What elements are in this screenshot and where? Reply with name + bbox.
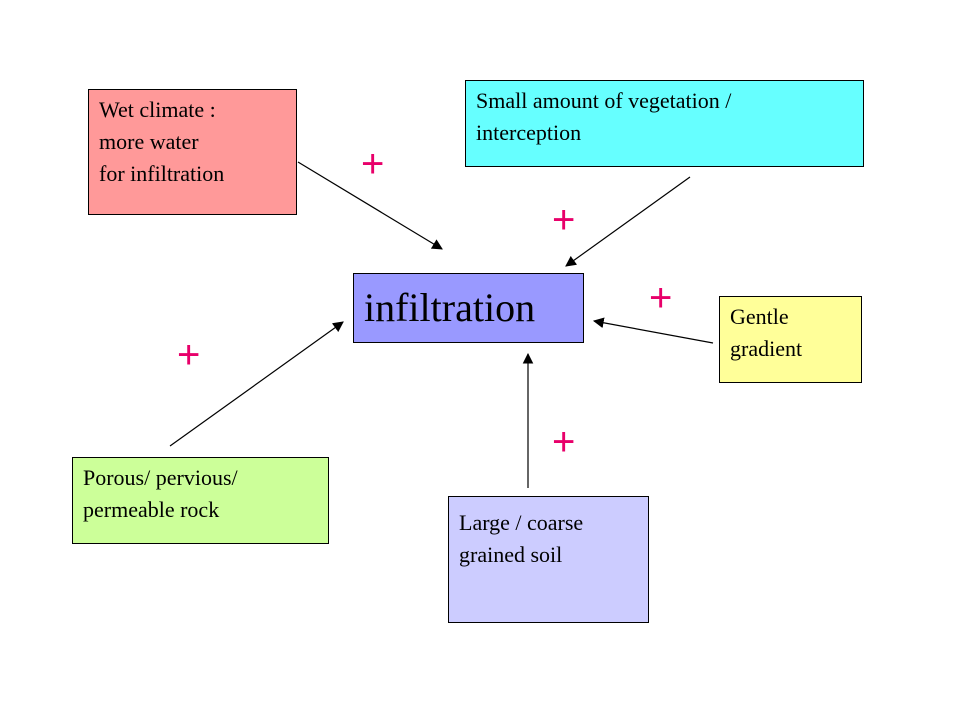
arrow-wet-climate xyxy=(297,161,443,250)
factor-line: interception xyxy=(476,119,582,145)
factor-line: for infiltration xyxy=(99,160,225,186)
arrow-gradient xyxy=(592,317,714,344)
plus-sign-gradient: + xyxy=(649,276,673,320)
factor-line: gradient xyxy=(730,335,803,361)
plus-sign-wet-climate: + xyxy=(361,142,385,186)
factor-line: Porous/ pervious/ xyxy=(83,465,238,490)
plus-sign-vegetation: + xyxy=(552,198,576,242)
plus-sign-soil: + xyxy=(552,420,576,464)
factor-line: permeable rock xyxy=(83,496,220,522)
plus-sign-rock: + xyxy=(177,333,201,377)
factor-line: more water xyxy=(99,128,199,154)
factor-wet-climate: Wet climate : more water for infiltratio… xyxy=(88,89,297,215)
factor-soil: Large / coarse grained soil xyxy=(448,496,649,623)
factor-line: Wet climate : xyxy=(99,97,216,122)
factor-line: Large / coarse xyxy=(459,510,584,535)
factor-rock: Porous/ pervious/ permeable rock xyxy=(72,457,329,544)
arrow-rock xyxy=(169,321,344,447)
factor-vegetation: Small amount of vegetation / interceptio… xyxy=(465,80,864,167)
factor-line: Gentle xyxy=(730,304,789,329)
factor-line: grained soil xyxy=(459,541,563,567)
infiltration-node: infiltration xyxy=(353,273,584,343)
factor-gradient: Gentle gradient xyxy=(719,296,862,383)
arrow-vegetation xyxy=(565,176,691,267)
infiltration-label: infiltration xyxy=(364,285,536,330)
factor-line: Small amount of vegetation / xyxy=(476,88,732,113)
